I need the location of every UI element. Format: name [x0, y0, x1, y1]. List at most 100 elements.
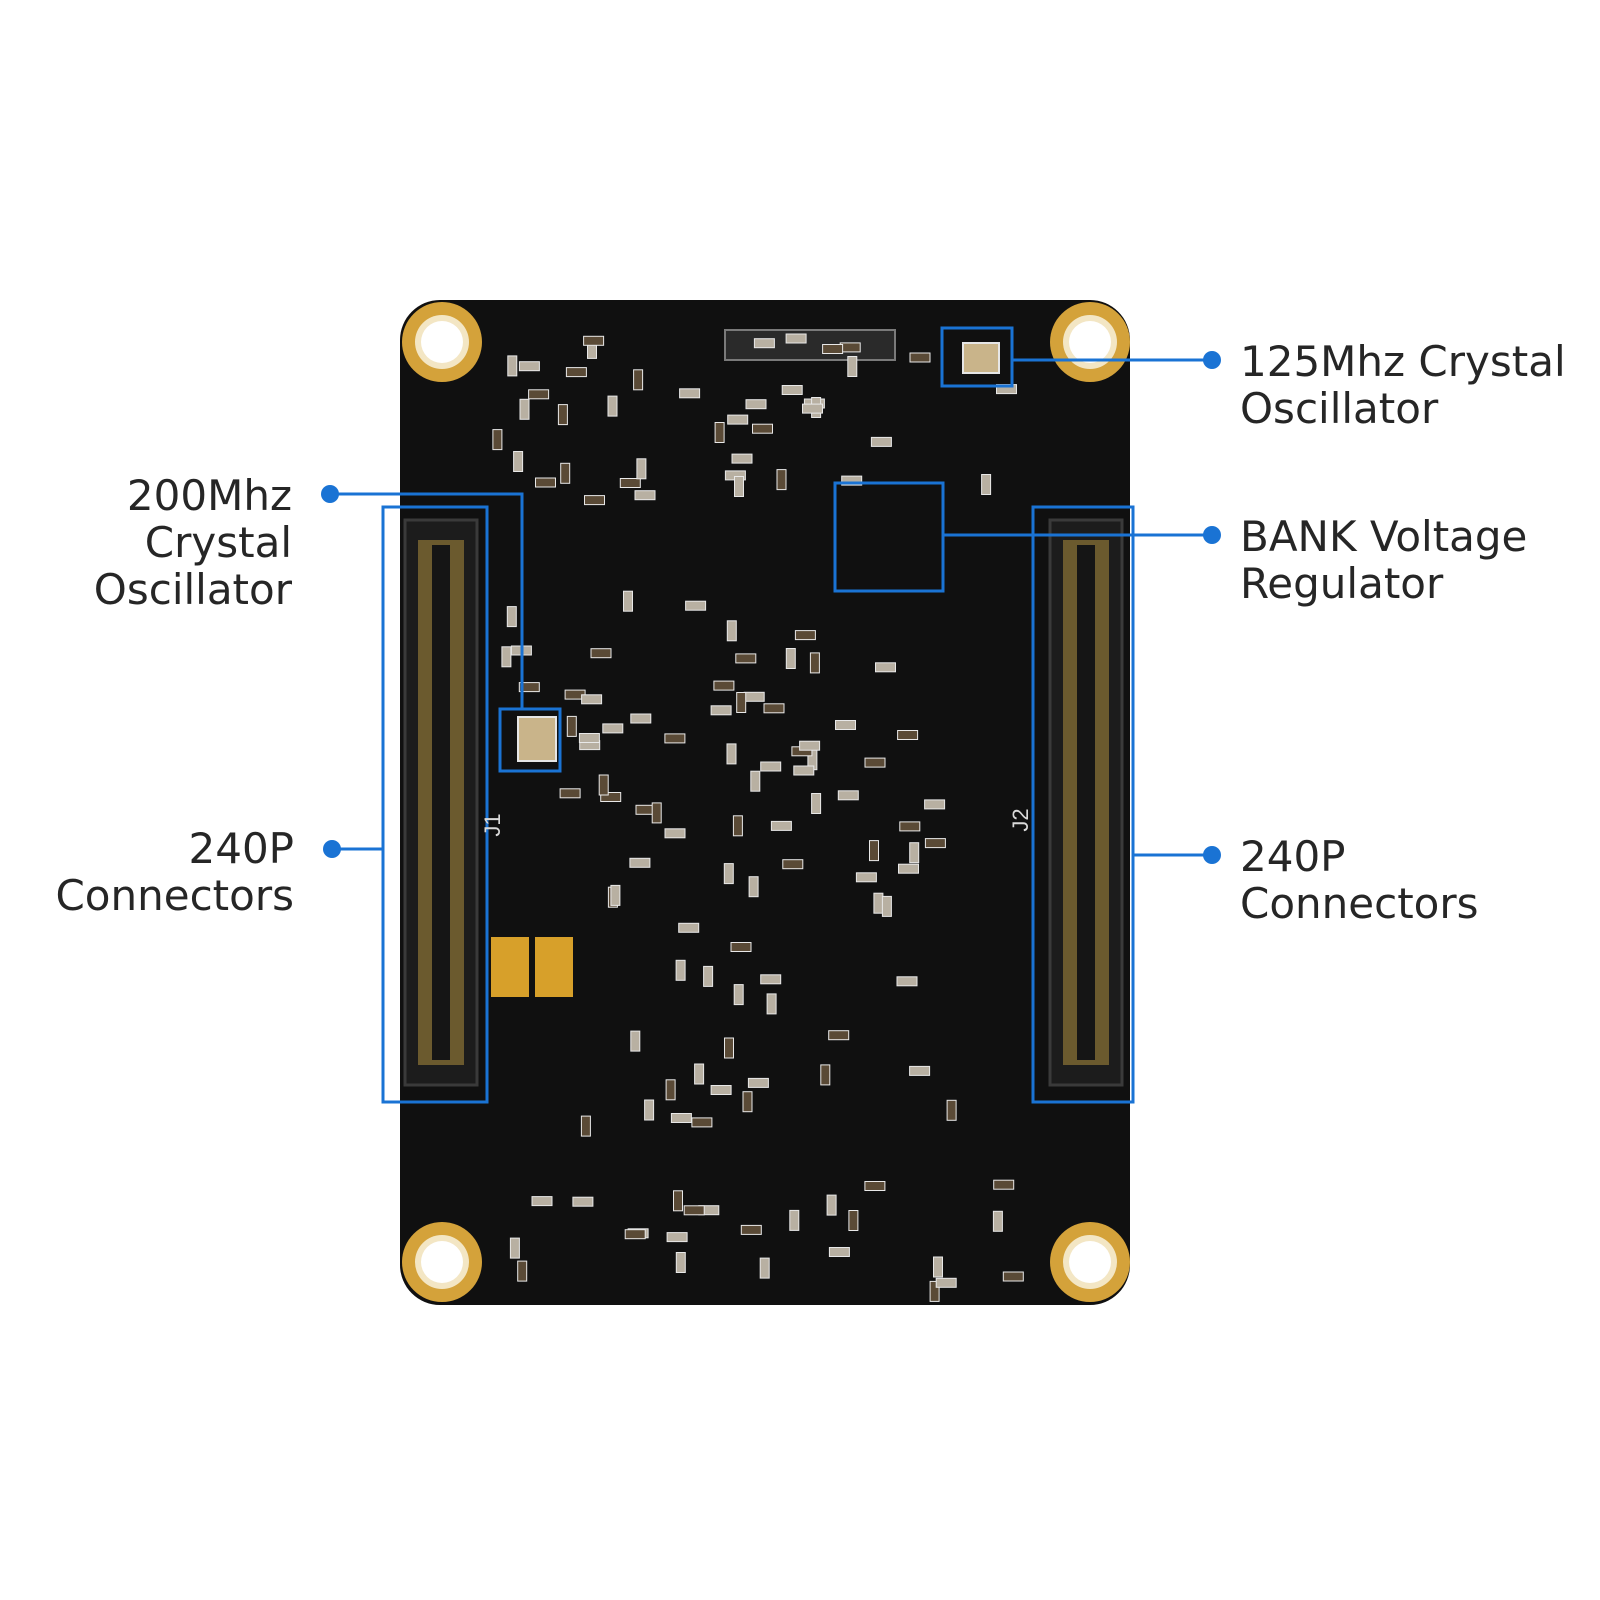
smd-part [633, 369, 644, 391]
highlight-box-connector-right [1031, 505, 1135, 1104]
smd-part [519, 398, 530, 420]
smd-part [600, 792, 622, 802]
smd-part [566, 715, 577, 737]
smd-part [665, 1079, 676, 1101]
smd-part [506, 606, 517, 628]
pcb-board [400, 300, 1130, 1305]
smd-part [820, 1064, 831, 1086]
smd-part [760, 974, 782, 985]
smd-part [565, 367, 587, 378]
smd-part [873, 892, 884, 914]
silkscreen-j2: J2 [1008, 808, 1033, 831]
smd-part [848, 1210, 859, 1231]
smd-part [517, 1260, 528, 1282]
smd-part [630, 1030, 641, 1052]
smd-part [518, 682, 540, 693]
smd-part [598, 774, 609, 796]
smd-part [678, 922, 700, 933]
leader-dot-connector-right [1203, 846, 1221, 864]
smd-part [602, 723, 624, 734]
highlight-box-osc-200 [498, 707, 562, 773]
smd-part [896, 976, 918, 987]
smd-part [528, 389, 550, 400]
smd-part [864, 1181, 886, 1191]
smd-part [811, 793, 822, 814]
smd-part [793, 765, 815, 776]
smd-part [789, 1209, 800, 1231]
highlight-box-osc-125 [940, 326, 1014, 388]
smd-part [580, 1115, 591, 1137]
oscillator-125mhz-chip [962, 342, 1000, 374]
smd-part [507, 355, 518, 377]
mounting-hole-bottom-left [402, 1222, 482, 1302]
connector-j1 [403, 518, 479, 1087]
smd-part [531, 1196, 553, 1207]
smd-part [839, 342, 861, 353]
smd-part [636, 458, 647, 480]
smd-part [785, 648, 796, 669]
connector-j2 [1048, 518, 1124, 1087]
smd-part [993, 1179, 1015, 1190]
smd-part [710, 705, 732, 716]
smd-part [933, 1256, 943, 1278]
leader-dot-bank-regulator [1203, 526, 1221, 544]
smd-part [946, 1099, 957, 1121]
smd-part [763, 703, 785, 714]
smd-part [855, 872, 877, 883]
smd-part [929, 1280, 940, 1302]
leader-line-osc-200 [330, 492, 524, 709]
smd-part [909, 1065, 931, 1076]
smd-part [841, 475, 863, 486]
smd-part [664, 733, 686, 744]
smd-part [513, 451, 524, 472]
smd-part [881, 895, 892, 917]
smd-part [759, 1257, 770, 1279]
smd-part [691, 1117, 713, 1128]
smd-part [735, 653, 757, 664]
smd-part [736, 692, 747, 713]
leader-dot-osc-200 [321, 485, 339, 503]
smd-part [1002, 1271, 1024, 1282]
smd-part [583, 335, 605, 346]
smd-part [713, 680, 735, 691]
smd-part [935, 1277, 957, 1288]
smd-part [776, 469, 787, 491]
smd-part [710, 1085, 732, 1095]
label-osc-125: 125Mhz Crystal Oscillator [1240, 337, 1566, 433]
smd-part [748, 876, 759, 898]
smd-part [727, 414, 749, 425]
label-connector-left: 240P Connectors [55, 824, 294, 920]
label-osc-200: 200Mhz Crystal Oscillator [93, 471, 292, 614]
mounting-hole-top-right [1050, 302, 1130, 382]
smd-part [864, 757, 886, 768]
smd-part [847, 356, 858, 377]
smd-part [826, 1194, 837, 1216]
smd-part [675, 959, 686, 981]
smd-part [981, 474, 992, 495]
smd-part [578, 733, 600, 743]
smd-part [828, 1247, 850, 1257]
smd-part [629, 857, 651, 868]
smd-part [714, 422, 725, 443]
smd-part [703, 965, 714, 987]
smd-part [770, 820, 792, 831]
smd-part [742, 1091, 753, 1113]
smd-part [750, 770, 761, 792]
smd-part [492, 429, 503, 451]
leader-dot-osc-125 [1203, 351, 1221, 369]
smd-part [623, 590, 633, 612]
smd-part [802, 403, 823, 414]
smd-part [685, 600, 707, 611]
smd-part [730, 942, 752, 952]
smd-part [651, 802, 662, 824]
smd-part [870, 436, 892, 447]
smd-part [726, 620, 737, 642]
smd-part [610, 884, 621, 906]
highlight-box-bank-regulator [833, 481, 945, 593]
smd-part [747, 1077, 769, 1088]
smd-part [732, 815, 743, 837]
highlight-box-connector-left [381, 505, 489, 1104]
smd-part [745, 399, 767, 410]
smd-part [560, 462, 571, 484]
smd-part [760, 761, 782, 772]
